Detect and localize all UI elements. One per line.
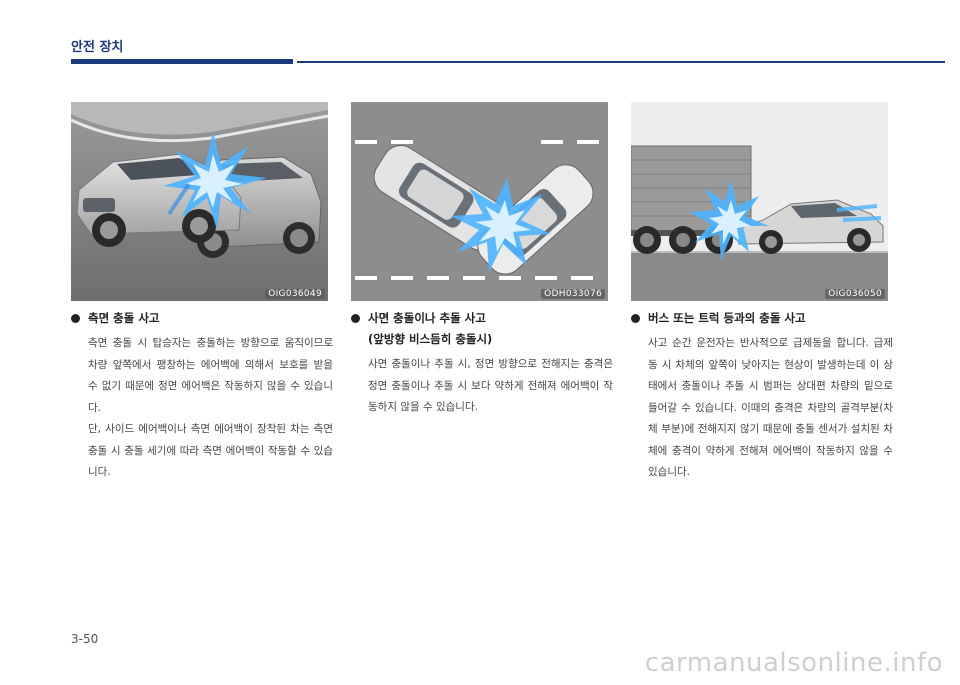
figure-oblique-collision: ODH033076	[351, 102, 608, 301]
bullet-icon	[631, 314, 640, 323]
section-subtitle: (앞방향 비스듬히 충돌시)	[368, 332, 493, 346]
page-number: 3-50	[71, 632, 99, 646]
section-body: 사고 순간 운전자는 반사적으로 급제동을 합니다. 급제동 시 차체의 앞쪽이…	[648, 337, 893, 478]
header-title: 안전 장치	[71, 40, 124, 55]
impact-burst-icon	[451, 178, 551, 272]
figure-code: ODH033076	[541, 289, 605, 299]
section-title: 측면 충돌 사고	[88, 311, 160, 325]
impact-burst-icon	[163, 132, 267, 230]
watermark: carmanualsonline.info	[644, 648, 943, 678]
section-title: 사면 충돌이나 추돌 사고	[368, 311, 486, 325]
section-side-collision: 측면 충돌 사고 측면 충돌 시 탑승자는 충돌하는 방향으로 움직이므로 차량…	[71, 309, 333, 484]
section-body: 측면 충돌 시 탑승자는 충돌하는 방향으로 움직이므로 차량 앞쪽에서 팽창하…	[88, 337, 333, 414]
bullet-icon	[71, 314, 80, 323]
figure-truck-collision: OIG036050	[631, 102, 888, 301]
figure-code: OIG036049	[265, 289, 325, 299]
impact-burst-icon	[689, 180, 769, 260]
figure-side-collision: OIG036049	[71, 102, 328, 301]
section-title: 버스 또는 트럭 등과의 충돌 사고	[648, 311, 806, 325]
section-truck-collision: 버스 또는 트럭 등과의 충돌 사고 사고 순간 운전자는 반사적으로 급제동을…	[631, 309, 893, 484]
side-collision-illustration	[71, 102, 328, 301]
section-body-note: 단, 사이드 에어백이나 측면 에어백이 장착된 차는 측면 충돌 시 충돌 세…	[88, 423, 333, 478]
section-body: 사면 충돌이나 추돌 시, 정면 방향으로 전해지는 충격은 정면 충돌이나 추…	[368, 358, 613, 413]
header-rule-thick	[71, 59, 293, 64]
oblique-collision-illustration	[351, 102, 608, 301]
figure-code: OIG036050	[825, 289, 885, 299]
truck-collision-illustration	[631, 102, 888, 301]
section-oblique-collision: 사면 충돌이나 추돌 사고 (앞방향 비스듬히 충돌시) 사면 충돌이나 추돌 …	[351, 309, 613, 419]
header-rule-thin	[297, 61, 945, 63]
bullet-icon	[351, 314, 360, 323]
